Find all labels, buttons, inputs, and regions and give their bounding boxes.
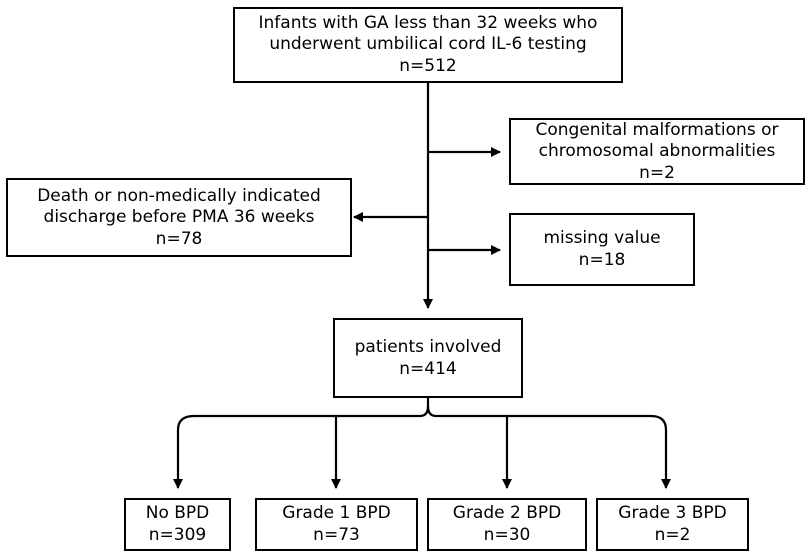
exclusion-text: missing value: [543, 228, 661, 248]
exclusion-text: Death or non-medically indicated dischar…: [37, 185, 321, 227]
group-box-no-bpd: No BPD n=309: [124, 498, 231, 551]
exclusion-box-missing: missing value n=18: [509, 213, 695, 286]
exclusion-box-death-discharge: Death or non-medically indicated dischar…: [6, 178, 352, 257]
screening-text: Infants with GA less than 32 weeks who u…: [258, 13, 598, 54]
screening-box: Infants with GA less than 32 weeks who u…: [233, 7, 623, 83]
group-count: n=30: [483, 525, 531, 545]
exclusion-text: Congenital malformations or chromosomal …: [535, 119, 779, 161]
group-label: Grade 3 BPD: [618, 503, 727, 523]
screening-count: n=512: [399, 56, 457, 76]
group-count: n=309: [148, 525, 207, 545]
group-count: n=73: [313, 525, 360, 545]
group-box-grade-3: Grade 3 BPD n=2: [596, 498, 749, 551]
group-label: No BPD: [145, 503, 210, 523]
exclusion-box-malformations: Congenital malformations or chromosomal …: [509, 118, 805, 185]
group-box-grade-2: Grade 2 BPD n=30: [427, 498, 587, 551]
group-count: n=2: [654, 525, 691, 545]
split-bracket: [176, 405, 668, 431]
exclusion-count: n=18: [578, 250, 626, 270]
included-box: patients involved n=414: [333, 318, 523, 398]
group-label: Grade 2 BPD: [452, 503, 562, 523]
included-text: patients involved: [354, 336, 502, 357]
group-box-grade-1: Grade 1 BPD n=73: [255, 498, 418, 551]
exclusion-count: n=2: [639, 162, 675, 183]
group-label: Grade 1 BPD: [282, 503, 391, 523]
exclusion-count: n=78: [155, 228, 203, 249]
included-count: n=414: [399, 358, 457, 379]
